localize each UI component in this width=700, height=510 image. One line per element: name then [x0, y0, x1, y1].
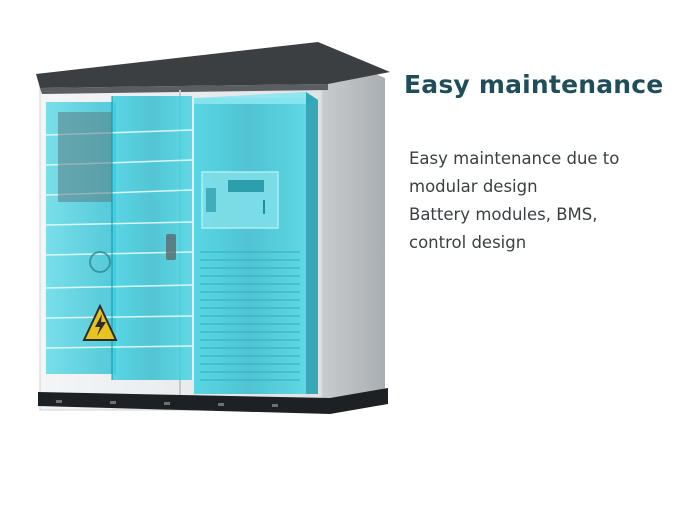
description-line: Battery modules, BMS, [409, 205, 598, 224]
description-line: Easy maintenance due to [409, 149, 620, 168]
battery-rack-middle [112, 96, 192, 380]
base-rail [38, 388, 388, 414]
page-title: Easy maintenance [404, 70, 664, 99]
warning-icon [82, 303, 118, 341]
round-badge [89, 251, 111, 273]
battery-module-dividers [45, 129, 193, 349]
bms-module [58, 112, 112, 202]
display-screen [228, 180, 264, 192]
description-line: modular design [409, 177, 538, 196]
cabinet-roof [36, 42, 390, 88]
description-line: control design [409, 233, 527, 252]
door-handle [166, 234, 176, 260]
cabinet-side-panel [320, 50, 385, 410]
control-unit [194, 98, 306, 394]
battery-cabinet-illustration [36, 42, 390, 414]
feature-description: Easy maintenance due to modular design B… [409, 145, 694, 257]
vent-grille [200, 251, 300, 381]
